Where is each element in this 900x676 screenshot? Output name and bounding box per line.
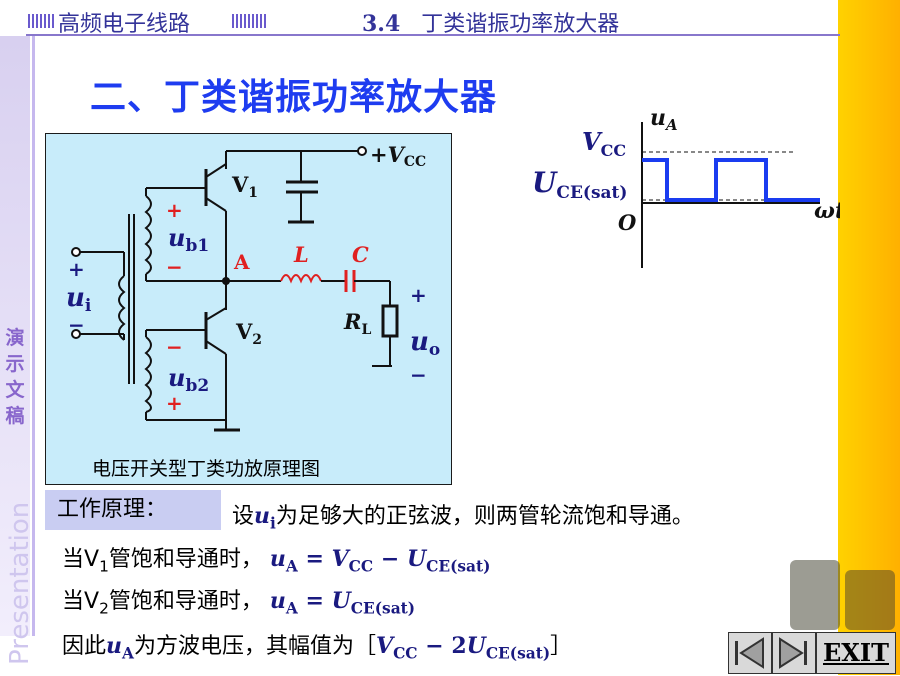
- ub1-plus: +: [166, 198, 183, 222]
- capacitor-label: C: [352, 242, 369, 267]
- slide-navigation: EXIT: [728, 632, 900, 675]
- multimeter-image: [845, 570, 895, 630]
- ub1-minus: −: [166, 255, 183, 279]
- sidebar-char: 演: [5, 327, 25, 349]
- sidebar-char: 稿: [5, 405, 25, 427]
- sidebar-char: 文: [5, 379, 25, 401]
- main-title: 二、丁类谐振功率放大器: [90, 77, 498, 118]
- prev-arrow-icon: [735, 637, 764, 669]
- waveform-diagram: uA VCC UCE(sat) O ωt: [530, 100, 840, 270]
- waveform-origin-label: O: [618, 210, 637, 235]
- section-number: 3.4: [362, 11, 401, 37]
- hatch-decor: [28, 14, 54, 28]
- ub2-label: ub2: [168, 363, 209, 396]
- uo-minus: −: [410, 363, 427, 387]
- amplitude-line: 因此uA为方波电压，其幅值为［VCC − 2UCE(sat)］: [62, 633, 573, 663]
- sidebar-vertical-chars: 演 示 文 稿: [2, 325, 28, 429]
- v2-saturation-line: 当V2管饱和导通时， uA = UCE(sat): [62, 588, 416, 618]
- section-name: 丁类谐振功率放大器: [421, 12, 620, 37]
- principle-text: 设ui为足够大的正弦波，则两管轮流饱和导通。: [232, 503, 694, 533]
- course-title: 高频电子线路: [58, 12, 191, 37]
- section-title: 3.4 丁类谐振功率放大器: [362, 6, 619, 38]
- inductor-label: L: [293, 242, 309, 267]
- principle-label: 工作原理：: [45, 490, 221, 530]
- uo-plus: +: [410, 283, 427, 307]
- square-wave: [642, 158, 820, 202]
- load-label: RL: [343, 309, 371, 338]
- circuit-caption: 电压开关型丁类功放原理图: [92, 458, 321, 480]
- v1-saturation-line: 当V1管饱和导通时， uA = VCC − UCE(sat): [62, 546, 491, 576]
- v2-label: V2: [235, 319, 262, 348]
- exit-button[interactable]: EXIT: [816, 632, 896, 674]
- circuit-svg: +VCC V1 V2 A L C RL ub1 ub2 ui uo + − − …: [66, 142, 440, 432]
- v1-label: V1: [231, 172, 258, 201]
- next-arrow-icon: [779, 637, 807, 669]
- multimeter-image: [790, 560, 840, 630]
- vcc-label: +VCC: [370, 142, 426, 170]
- waveform-uce-label: UCE(sat): [532, 166, 627, 203]
- ui-label: ui: [66, 283, 92, 316]
- ui-plus: +: [68, 257, 85, 281]
- waveform-y-label: uA: [650, 105, 678, 134]
- left-decor-bar: [0, 36, 30, 636]
- ub2-plus: +: [166, 391, 183, 415]
- next-slide-button[interactable]: [772, 632, 816, 674]
- right-decor-strip: [838, 0, 900, 675]
- ui-minus: −: [68, 313, 85, 337]
- uo-label: uo: [410, 327, 440, 360]
- left-decor-line: [32, 36, 35, 636]
- node-a-label: A: [233, 250, 250, 274]
- header: 高频电子线路 3.4 丁类谐振功率放大器: [0, 0, 840, 38]
- waveform-vcc-label: VCC: [582, 127, 626, 160]
- header-rule: [26, 34, 840, 36]
- waveform-svg: uA VCC UCE(sat) O ωt: [532, 105, 840, 268]
- ub2-minus: −: [166, 335, 183, 359]
- prev-slide-button[interactable]: [728, 632, 772, 674]
- ub1-label: ub1: [168, 223, 209, 256]
- waveform-x-label: ωt: [814, 198, 840, 224]
- sidebar-char: 示: [5, 353, 25, 375]
- circuit-diagram: +VCC V1 V2 A L C RL ub1 ub2 ui uo + − − …: [45, 133, 452, 485]
- hatch-decor: [232, 14, 268, 28]
- sidebar-presentation-text: Presentation: [5, 501, 35, 665]
